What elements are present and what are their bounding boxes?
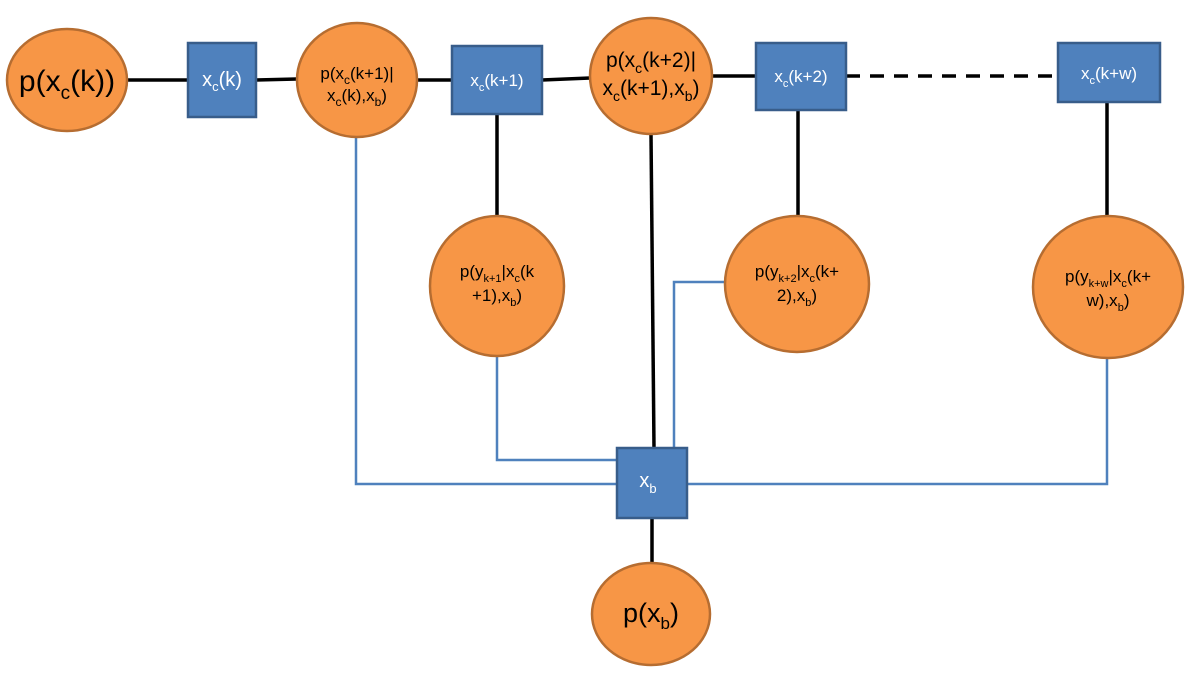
- edge-trans1-xb: [354, 137, 617, 486]
- edge-trans2-xb: [649, 133, 656, 449]
- edge-obs2-xb: [672, 280, 726, 448]
- var-label-xc-k: xc(k): [202, 69, 242, 94]
- edge-xck1-trans2: [541, 76, 591, 82]
- xb-edges: [354, 137, 1109, 486]
- factor-node-obs-2: [723, 214, 871, 354]
- var-node-xc-k2: [754, 41, 848, 112]
- factor-label-obs-w-line1: p(yk+w|xc(k+: [1065, 267, 1151, 290]
- factor-label-trans-1-line2: xc(k),xb): [327, 86, 387, 109]
- edge-xck-trans1: [255, 77, 298, 82]
- var-label-xc-kw: xc(k+w): [1081, 64, 1137, 87]
- edge-obsw-xb: [687, 356, 1109, 486]
- factor-node-obs-w: [1031, 214, 1185, 360]
- variable-nodes: [186, 41, 1162, 520]
- factor-label-obs-2-line1: p(yk+2|xc(k+: [755, 262, 839, 285]
- var-label-xc-k1: xc(k+1): [470, 71, 523, 94]
- factor-label-obs-2-line2: 2),xb): [777, 286, 817, 309]
- factor-node-trans-1: [295, 21, 419, 139]
- factor-nodes: [5, 16, 1185, 667]
- factor-label-trans-2-line2: xc(k+1),xb): [602, 77, 699, 104]
- factor-node-trans-2: [588, 16, 714, 136]
- factor-label-obs-1-line1: p(yk+1|xc(k: [460, 262, 535, 285]
- edge-obs1-xb: [495, 356, 617, 462]
- var-label-xb: xb: [639, 470, 656, 496]
- var-node-xc-kw: [1056, 41, 1162, 104]
- var-node-xc-k: [186, 41, 258, 119]
- factor-node-prior-xb: [590, 561, 712, 667]
- var-node-xb: [615, 446, 689, 520]
- factor-node-prior-xc: [5, 27, 129, 133]
- chain-edges: [127, 74, 1109, 562]
- factor-label-obs-1-line2: +1),xb): [472, 286, 522, 309]
- factor-label-prior-xb: p(xb): [623, 598, 679, 633]
- factor-label-obs-w-line2: w),xb): [1086, 291, 1130, 314]
- factor-node-obs-1: [428, 214, 566, 358]
- var-node-xc-k1: [450, 44, 544, 116]
- factor-label-trans-1-line1: p(xc(k+1)|: [320, 64, 393, 87]
- factor-label-trans-2-line1: p(xc(k+2)|: [606, 49, 696, 76]
- var-label-xc-k2: xc(k+2): [774, 67, 827, 90]
- factor-label-prior-xc: p(xc(k)): [19, 65, 115, 104]
- labels: p(xc(k)) p(xc(k+1)| xc(k),xb) p(xc(k+2)|…: [19, 49, 1151, 633]
